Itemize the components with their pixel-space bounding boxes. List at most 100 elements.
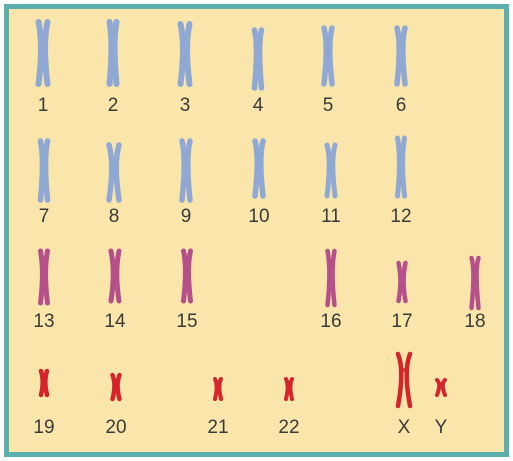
chromatid-left	[39, 22, 41, 84]
centromere	[399, 158, 404, 163]
chromatid-left	[109, 145, 112, 200]
centromere	[257, 156, 262, 161]
chromatid-right	[118, 375, 120, 399]
centromere	[287, 383, 291, 387]
chromosome-label: 10	[248, 206, 269, 227]
chromosome-pair-1: 1	[38, 22, 49, 116]
chromosome-label: 19	[33, 417, 54, 438]
chromatid-right	[330, 28, 332, 84]
chromosome-label: 7	[39, 206, 50, 227]
chromatid-left	[255, 30, 257, 88]
chromatid-left	[41, 371, 43, 395]
chromatid-left	[41, 141, 43, 200]
chromosome-pair-7: 7	[39, 141, 50, 227]
chromosome-pair-2: 2	[108, 22, 119, 116]
centromere	[113, 270, 118, 275]
chromosome-label: 5	[323, 95, 334, 116]
chromosome-label: 2	[108, 95, 119, 116]
chromatid-right	[261, 141, 263, 196]
chromosome-pair-10: 10	[248, 141, 269, 227]
centromere	[439, 382, 443, 386]
chromosome-label: 13	[33, 311, 54, 332]
chromatid-right	[117, 251, 119, 301]
chromatid-right	[333, 251, 335, 305]
chromatid-left	[398, 138, 400, 196]
centromere	[400, 278, 404, 282]
chromatid-left	[111, 251, 113, 301]
chromosome-pair-18: 18	[464, 258, 485, 332]
chromatid-left	[286, 379, 288, 399]
chromatid-right	[403, 138, 405, 196]
centromere	[184, 156, 189, 161]
centromere	[42, 158, 47, 163]
chromosome-pair-16: 16	[320, 251, 341, 332]
chromosome-label: 6	[396, 95, 407, 116]
chromosome-pair-Y: Y	[435, 380, 448, 438]
chromatid-right	[189, 251, 191, 301]
chromatid-right	[260, 30, 262, 88]
chromosome-pair-15: 15	[176, 251, 197, 332]
chromatid-right	[333, 145, 335, 196]
centromere	[112, 162, 117, 167]
chromatid-left	[182, 141, 184, 200]
chromatid-right	[404, 263, 406, 301]
centromere	[329, 158, 334, 163]
chromosome-pair-11: 11	[321, 145, 341, 227]
chromatid-left	[397, 28, 399, 84]
chromosome-pair-21: 21	[207, 379, 228, 438]
chromosome-label: 16	[320, 311, 341, 332]
chromosome-pair-X: X	[398, 354, 411, 438]
chromosome-label: 20	[105, 417, 126, 438]
chromatid-right	[290, 379, 292, 399]
chromatid-right	[187, 24, 189, 84]
chromosome-label: 3	[180, 95, 191, 116]
centromere	[40, 42, 45, 47]
chromatid-left	[327, 145, 329, 196]
chromatid-left	[437, 380, 439, 395]
chromosome-label: 15	[176, 311, 197, 332]
chromosome-label: X	[398, 417, 411, 438]
chromosome-pair-8: 8	[109, 145, 120, 227]
centromere	[473, 268, 477, 272]
chromatid-right	[188, 141, 190, 200]
chromatid-right	[45, 22, 47, 84]
chromosome-label: 18	[464, 311, 485, 332]
chromosome-pair-14: 14	[104, 251, 126, 332]
centromere	[399, 42, 404, 47]
chromatid-right	[46, 141, 48, 200]
centromere	[182, 43, 187, 48]
chromatid-right	[115, 22, 117, 84]
chromosome-pair-9: 9	[181, 141, 192, 227]
chromatid-right	[116, 145, 119, 200]
chromosome-pair-12: 12	[390, 138, 411, 227]
chromatid-left	[472, 258, 474, 308]
chromatid-right	[46, 251, 48, 303]
chromosome-pair-6: 6	[396, 28, 407, 116]
centromere	[110, 39, 115, 44]
centromere	[185, 266, 190, 271]
chromosome-pair-4: 4	[253, 30, 264, 116]
chromosome-label: 14	[104, 311, 126, 332]
chromosome-label: 8	[109, 206, 120, 227]
chromosome-label: 4	[253, 95, 264, 116]
centromere	[42, 270, 47, 275]
chromatid-left	[328, 251, 330, 305]
chromatid-left	[398, 354, 401, 406]
centromere	[42, 379, 46, 383]
chromosome-pair-19: 19	[33, 371, 54, 438]
chromatid-left	[181, 24, 183, 84]
chromosome-pair-3: 3	[180, 24, 191, 116]
chromatid-left	[215, 379, 217, 399]
centromere	[256, 44, 261, 49]
chromatid-left	[324, 28, 326, 84]
chromatid-right	[45, 371, 47, 395]
chromosome-label: Y	[435, 417, 448, 438]
chromatid-left	[184, 251, 186, 301]
chromatid-left	[255, 141, 257, 196]
chromosome-pair-22: 22	[278, 379, 299, 438]
chromosome-pair-5: 5	[323, 28, 334, 116]
chromatid-left	[399, 263, 401, 301]
chromatid-right	[403, 28, 405, 84]
centromere	[326, 42, 331, 47]
